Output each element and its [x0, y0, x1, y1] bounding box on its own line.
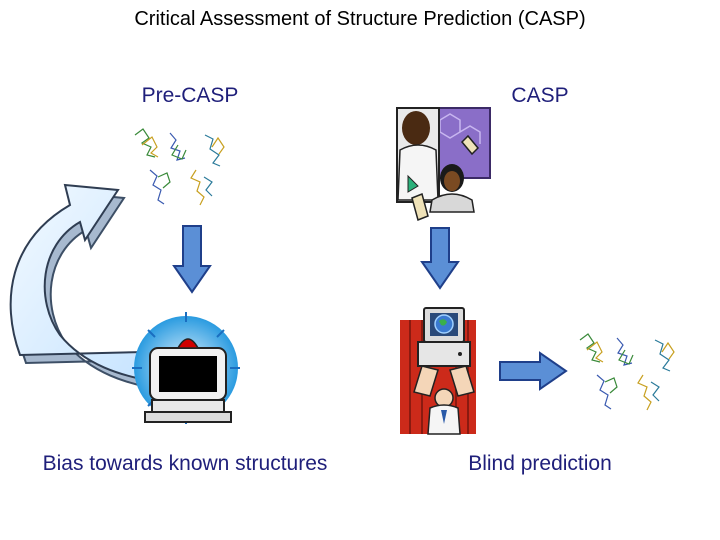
down-arrow-icon — [172, 225, 212, 294]
bias-caption: Bias towards known structures — [42, 452, 328, 475]
computer-presentation-clipart-icon — [400, 307, 476, 435]
curved-feedback-arrow-icon — [9, 183, 152, 390]
right-arrow-icon — [499, 351, 568, 391]
protein-structure-icon — [134, 128, 225, 206]
down-arrow-icon — [420, 227, 460, 290]
pre-casp-label: Pre-CASP — [141, 84, 239, 107]
page-title: Critical Assessment of Structure Predict… — [134, 8, 586, 30]
scientists-clipart-icon — [396, 107, 491, 222]
blind-prediction-caption: Blind prediction — [468, 452, 612, 475]
protein-structure-icon — [579, 333, 675, 411]
casp-label: CASP — [511, 84, 569, 107]
computer-icon — [132, 312, 240, 424]
